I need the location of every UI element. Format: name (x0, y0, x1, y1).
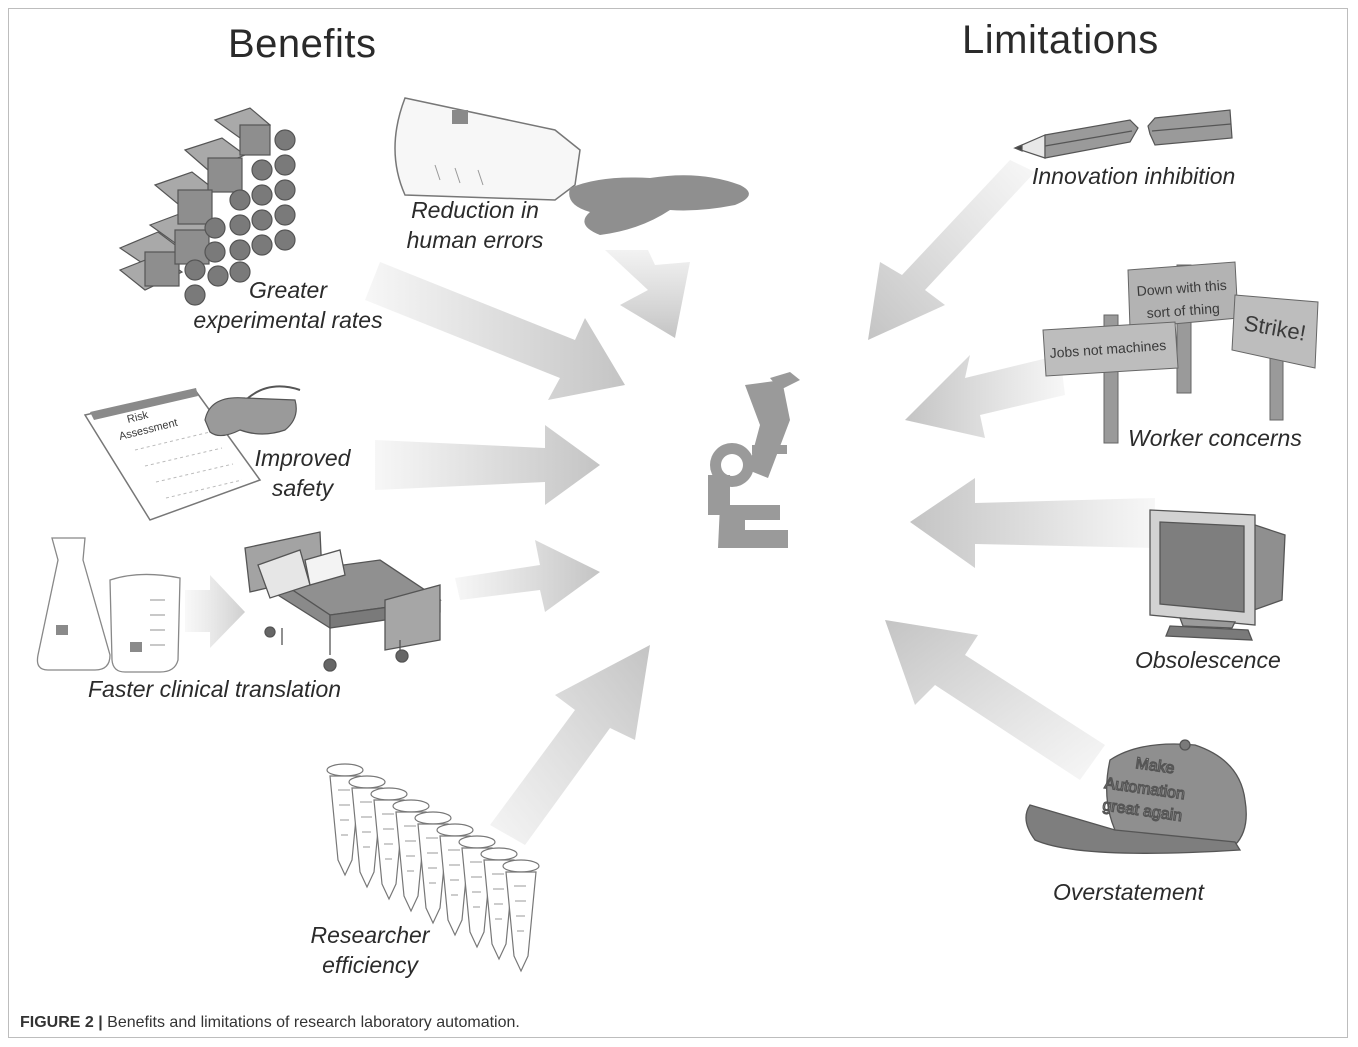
sign-middle-line-2: sort of thing (1146, 300, 1220, 321)
arrow-efficiency (490, 645, 650, 845)
clipboard-line-1: Risk (126, 409, 150, 426)
arrow-innovation (868, 160, 1035, 340)
heading-limitations: Limitations (962, 18, 1159, 62)
label-human-errors-line-1: Reduction in (411, 197, 539, 223)
label-safety: Improved safety (240, 443, 365, 503)
label-overstatement: Overstatement (1053, 879, 1204, 905)
label-obsolescence: Obsolescence (1135, 647, 1281, 673)
protest-signs-icon: Down with this sort of thing Jobs not ma… (1042, 261, 1319, 444)
label-efficiency-line-2: efficiency (322, 952, 418, 978)
hospital-bed-icon (244, 531, 442, 672)
figure-caption: FIGURE 2 | Benefits and limitations of r… (20, 1014, 520, 1032)
label-greater-rates-line-2: experimental rates (193, 307, 383, 333)
label-clinical: Faster clinical translation (88, 676, 342, 702)
spilled-flask-icon (394, 97, 749, 235)
arrow-safety (375, 425, 600, 505)
microscope-icon (708, 372, 800, 548)
arrow-obsolescence (910, 478, 1155, 568)
label-safety-line-1: Improved (254, 445, 351, 471)
pcr-tube-strip-icon (326, 763, 540, 972)
erlenmeyer-flask-icon (36, 537, 111, 671)
label-safety-line-2: safety (271, 475, 334, 501)
label-worker: Worker concerns (1128, 425, 1302, 451)
arrow-overstatement (885, 620, 1105, 780)
flask-stack-icon (118, 107, 296, 306)
arrow-clinical (455, 540, 600, 612)
cap-icon: Make Automation great again (1025, 739, 1247, 854)
broken-pencil-icon (1013, 109, 1233, 159)
caption-text: Benefits and limitations of research lab… (102, 1014, 520, 1031)
label-human-errors-line-2: human errors (406, 227, 544, 253)
arrow-greater-rates (365, 262, 625, 400)
heading-benefits: Benefits (228, 22, 377, 66)
label-human-errors: Reduction in human errors (395, 195, 555, 255)
caption-label: FIGURE 2 | (20, 1014, 103, 1031)
arrow-worker (905, 355, 1065, 438)
arrow-small-clinical (185, 575, 245, 648)
label-efficiency-line-1: Researcher (310, 922, 430, 948)
label-greater-rates: Greater experimental rates (188, 275, 388, 335)
arrow-human-errors (605, 250, 690, 338)
safety-goggles-icon (204, 385, 301, 437)
cap-line-1: Make (1134, 755, 1175, 777)
label-greater-rates-line-1: Greater (249, 277, 327, 303)
crt-monitor-icon (1149, 509, 1286, 641)
label-efficiency: Researcher efficiency (300, 920, 440, 980)
sign-middle-line-1: Down with this (1136, 277, 1227, 299)
label-innovation: Innovation inhibition (1032, 163, 1236, 189)
beaker-icon (109, 573, 181, 673)
